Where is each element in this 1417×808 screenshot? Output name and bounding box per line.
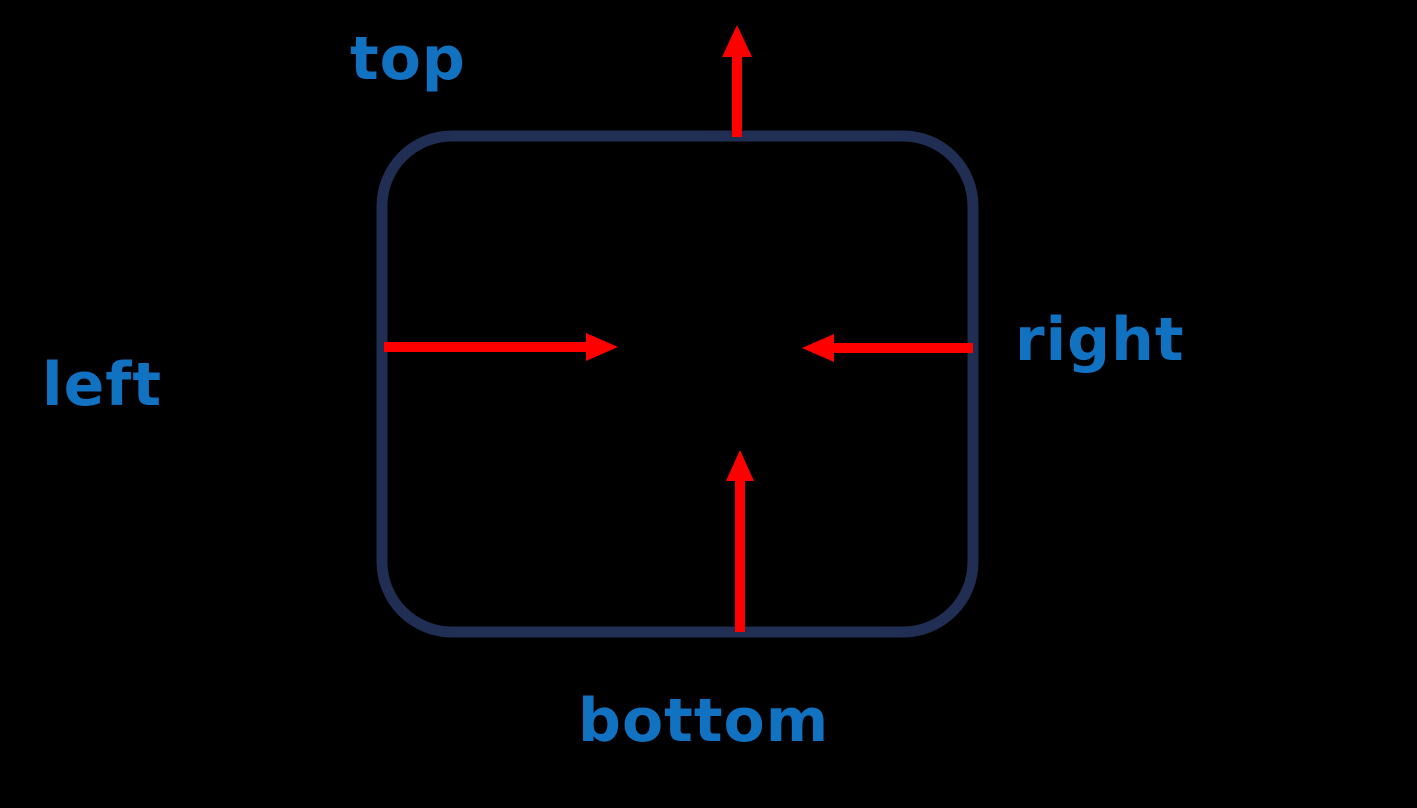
right-arrow	[802, 334, 973, 362]
right-side-label: right	[1015, 305, 1185, 375]
arrow-head	[722, 25, 752, 57]
top-side-label: top	[350, 24, 466, 94]
left-side-label: left	[42, 350, 163, 420]
arrow-head	[726, 450, 754, 481]
left-arrow	[384, 333, 618, 361]
box-outline	[376, 130, 979, 638]
top-arrow	[722, 25, 752, 137]
arrow-head	[802, 334, 834, 362]
arrow-head	[586, 333, 618, 361]
bottom-side-label: bottom	[578, 686, 830, 756]
bottom-arrow	[726, 450, 754, 632]
